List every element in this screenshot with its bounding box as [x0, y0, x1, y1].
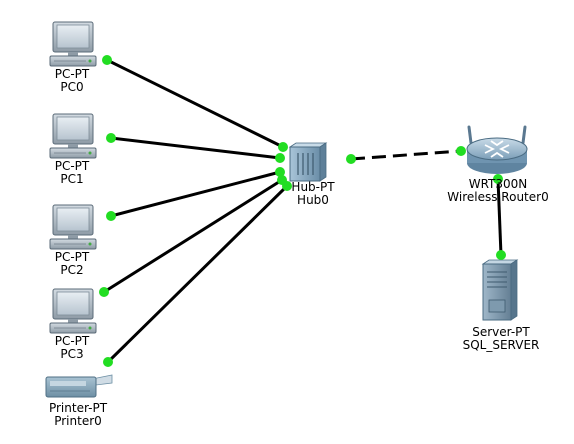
links-layer	[103, 58, 503, 364]
server0-label: Server-PT SQL_SERVER	[446, 326, 556, 352]
router0-label: WRT300N Wireless Router0	[436, 178, 560, 204]
pc2-label: PC-PT PC2	[43, 251, 101, 277]
router0-wireless-router-icon[interactable]	[466, 125, 528, 174]
pc3-label: PC-PT PC3	[43, 335, 101, 361]
port-status-printer0-hub0-printer0	[103, 357, 113, 367]
hub0-type-label: Hub-PT	[291, 180, 335, 194]
link-pc2-hub0[interactable]	[110, 170, 281, 218]
port-status-pc1-hub0-hub0	[275, 153, 285, 163]
pc1-label: PC-PT PC1	[43, 160, 101, 186]
hub0-name-label: Hub0	[297, 193, 329, 207]
port-status-hub0-router0-router0	[456, 146, 466, 156]
port-status-pc0-hub0-pc0	[102, 55, 112, 65]
router0-name-label: Wireless Router0	[447, 190, 549, 204]
pc2-name-label: PC2	[60, 263, 84, 277]
printer0-name-label: Printer0	[54, 414, 102, 428]
link-pc0-hub0[interactable]	[106, 58, 284, 149]
printer0-type-label: Printer-PT	[48, 401, 108, 415]
pc3-name-label: PC3	[60, 347, 84, 361]
pc0-label: PC-PT PC0	[43, 68, 101, 94]
pc1-name-label: PC1	[60, 172, 84, 186]
link-router0-server0[interactable]	[496, 178, 503, 256]
port-status-router0-server0-server0	[496, 250, 506, 260]
pc1-computer-icon[interactable]	[49, 113, 97, 159]
printer0-label: Printer-PT Printer0	[38, 402, 118, 428]
link-pc1-hub0[interactable]	[110, 136, 281, 160]
port-status-pc0-hub0-hub0	[278, 142, 288, 152]
pc0-type-label: PC-PT	[54, 67, 90, 81]
port-status-pc2-hub0-hub0	[275, 167, 285, 177]
pc3-computer-icon[interactable]	[49, 288, 97, 334]
port-status-pc2-hub0-pc2	[106, 211, 116, 221]
ports-layer	[99, 55, 506, 367]
pc0-name-label: PC0	[60, 80, 84, 94]
port-status-router0-server0-router0	[493, 174, 503, 184]
hub0-label: Hub-PT Hub0	[285, 181, 341, 207]
server0-type-label: Server-PT	[472, 325, 530, 339]
link-pc3-hub0[interactable]	[103, 178, 283, 294]
router0-type-label: WRT300N	[468, 177, 528, 191]
port-status-printer0-hub0-hub0	[282, 181, 292, 191]
pc2-computer-icon[interactable]	[49, 204, 97, 250]
pc3-type-label: PC-PT	[54, 334, 90, 348]
hub0-hub-icon[interactable]	[288, 142, 328, 182]
link-hub0-router0[interactable]	[350, 149, 462, 161]
port-status-hub0-router0-hub0	[346, 154, 356, 164]
port-status-pc1-hub0-pc1	[106, 133, 116, 143]
server0-server-icon[interactable]	[481, 259, 519, 321]
pc0-computer-icon[interactable]	[49, 21, 97, 67]
link-printer0-hub0[interactable]	[106, 184, 289, 364]
pc1-type-label: PC-PT	[54, 159, 90, 173]
printer0-printer-icon[interactable]	[45, 374, 113, 398]
server0-name-label: SQL_SERVER	[462, 338, 540, 352]
pc2-type-label: PC-PT	[54, 250, 90, 264]
port-status-pc3-hub0-pc3	[99, 287, 109, 297]
